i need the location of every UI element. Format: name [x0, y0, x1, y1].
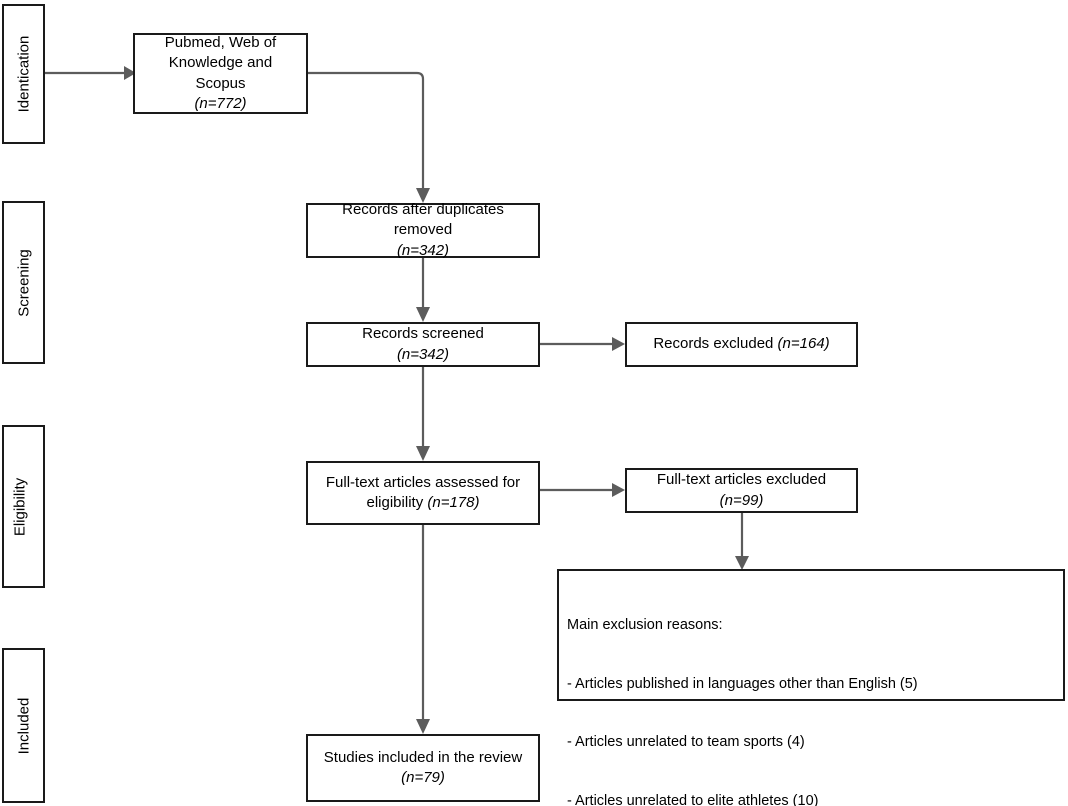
box-records-screened-line1: Records screened: [362, 325, 484, 343]
edge-fulltext-to-fulltext-excluded: [540, 483, 625, 497]
box-fulltext-assessed-count: (n=178): [427, 494, 480, 511]
edge-screened-to-excluded: [540, 337, 625, 351]
box-records-excluded: Records excluded (n=164): [625, 322, 858, 367]
exclusion-reason-item: - Articles unrelated to team sports (4): [567, 734, 805, 750]
box-records-excluded-count: (n=164): [777, 335, 830, 353]
edge-fulltext-to-included: [416, 525, 430, 734]
box-sources-count: (n=772): [194, 94, 247, 112]
box-records-screened-count: (n=342): [396, 345, 450, 363]
stage-label-eligibility: Eligibility: [11, 477, 29, 536]
box-studies-included-text: Studies included in the review (n=79): [308, 748, 538, 789]
box-records-excluded-text: Records excluded (n=164): [627, 334, 856, 354]
box-duplicates-removed-text: Records after duplicates removed (n=342): [308, 200, 538, 261]
box-records-excluded-line1: Records excluded: [653, 335, 778, 353]
box-studies-included-line1: Studies included in the review: [323, 748, 523, 766]
edge-identification-to-sources: [45, 66, 136, 80]
stage-label-screening: Screening: [15, 248, 32, 317]
exclusion-reasons-heading: Main exclusion reasons:: [567, 617, 723, 633]
box-records-screened-text: Records screened (n=342): [308, 324, 538, 365]
box-fulltext-assessed-line1: Full-text articles assessed for: [325, 473, 521, 491]
stage-label-included: Included: [15, 697, 32, 754]
box-exclusion-reasons: Main exclusion reasons: - Articles publi…: [557, 569, 1065, 806]
stage-box-identification: Identication: [2, 4, 45, 144]
box-fulltext-excluded-line1: Full-text articles excluded: [656, 471, 827, 489]
stage-box-included: Included: [2, 648, 45, 803]
stage-box-eligibility: Eligibility: [2, 425, 45, 588]
edge-fulltext-excluded-to-reasons: [735, 513, 749, 570]
edge-duplicates-to-screened: [416, 258, 430, 322]
stage-label-identification: Identication: [15, 35, 32, 113]
box-sources-line1: Pubmed, Web of: [164, 34, 277, 51]
box-fulltext-assessed-text: Full-text articles assessed for eligibili…: [308, 473, 538, 514]
edge-screened-to-fulltext: [416, 367, 430, 461]
stage-box-screening: Screening: [2, 201, 45, 364]
box-duplicates-removed: Records after duplicates removed (n=342): [306, 200, 540, 261]
box-duplicates-removed-count: (n=342): [396, 241, 450, 259]
edge-sources-to-duplicates: [308, 71, 430, 203]
box-records-screened: Records screened (n=342): [306, 322, 540, 367]
exclusion-reason-item: - Articles published in languages other …: [567, 675, 918, 692]
box-fulltext-excluded-count: (n=99): [719, 491, 764, 509]
box-duplicates-removed-line1: Records after duplicates removed: [342, 201, 504, 239]
box-fulltext-assessed: Full-text articles assessed for eligibili…: [306, 461, 540, 525]
box-studies-included: Studies included in the review (n=79): [306, 734, 540, 802]
box-fulltext-assessed-line2: eligibility: [366, 494, 428, 511]
box-fulltext-excluded-text: Full-text articles excluded (n=99): [627, 470, 856, 511]
box-sources: Pubmed, Web of Knowledge and Scopus (n=7…: [133, 33, 308, 114]
box-sources-line2: Knowledge and Scopus: [168, 54, 273, 92]
box-studies-included-count: (n=79): [401, 769, 445, 786]
box-sources-text: Pubmed, Web of Knowledge and Scopus (n=7…: [135, 33, 306, 114]
exclusion-reason-item: - Articles unrelated to elite athletes (…: [567, 792, 819, 806]
box-fulltext-excluded: Full-text articles excluded (n=99): [625, 468, 858, 513]
